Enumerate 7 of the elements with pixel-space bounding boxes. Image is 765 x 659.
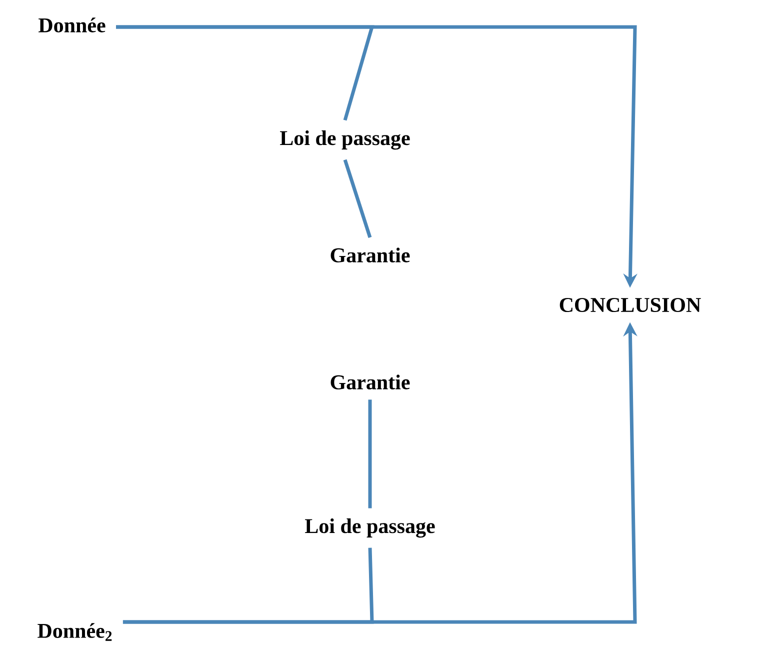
- node-label: Donnée$_{2}$: [38, 623, 112, 641]
- node-label: Garantie: [330, 248, 410, 262]
- node-label: CONCLUSION: [560, 298, 701, 312]
- node-label: Garantie: [330, 374, 410, 390]
- node-label: Loi de passage: [305, 518, 435, 538]
- node-label: Loi de passage: [280, 130, 410, 150]
- node-label: Donnée: [38, 18, 106, 32]
